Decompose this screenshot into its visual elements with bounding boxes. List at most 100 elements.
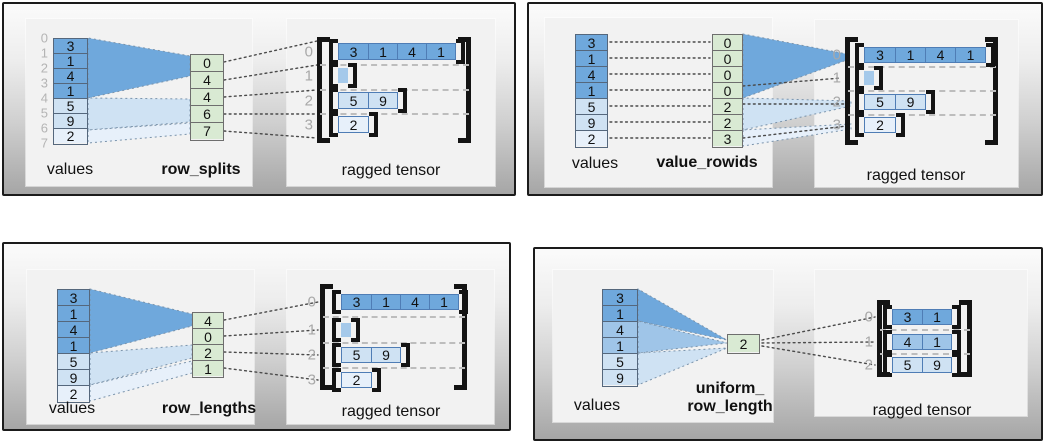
row-bracket-left xyxy=(329,39,338,64)
empty-row-fill xyxy=(341,323,351,337)
tensor-row xyxy=(332,318,360,342)
tensor-cell: 1 xyxy=(922,334,951,350)
row-separator xyxy=(880,353,970,355)
value-index: 3 xyxy=(40,75,48,91)
row-bracket-right xyxy=(351,318,360,342)
row-bracket-right xyxy=(896,113,905,137)
row-separator xyxy=(320,113,469,115)
tensor-cell: 9 xyxy=(895,94,925,110)
value-cell: 1 xyxy=(58,305,89,322)
partition-label-line2: row_length xyxy=(687,398,773,415)
value-cell: 2 xyxy=(576,130,607,147)
row-bracket-right xyxy=(401,343,410,367)
tensor-label: ragged tensor xyxy=(866,167,966,184)
tensor-cell: 1 xyxy=(895,47,925,63)
tensor-cell: 5 xyxy=(342,347,371,363)
values-label: values xyxy=(46,161,94,178)
outer-bracket-right xyxy=(959,300,972,377)
row-separator xyxy=(323,367,465,369)
row-index: 0 xyxy=(864,308,873,326)
value-cell: 2 xyxy=(54,128,87,144)
row-index: 0 xyxy=(304,43,313,60)
tensor-row xyxy=(855,66,883,90)
value-cell: 1 xyxy=(54,53,87,69)
partition-cell: 2 xyxy=(713,98,742,115)
tensor-cell: 1 xyxy=(368,44,397,60)
tensor-row: 2 xyxy=(332,368,381,392)
row-index: 3 xyxy=(832,116,841,134)
tensor-cell: 9 xyxy=(368,93,397,109)
partition-cell: 0 xyxy=(193,328,223,345)
row-bracket-right xyxy=(369,112,378,137)
row-separator xyxy=(323,316,465,318)
tensor-label: ragged tensor xyxy=(341,403,441,420)
value-cell: 4 xyxy=(576,66,607,83)
value-index: 1 xyxy=(40,45,48,61)
row-bracket-left xyxy=(332,290,341,314)
row-bracket-right xyxy=(456,39,465,64)
row-bracket-left xyxy=(883,353,892,377)
tensor-row: 2 xyxy=(855,113,905,137)
value-cell: 3 xyxy=(576,35,607,51)
partition-cell: 2 xyxy=(728,335,759,352)
row-bracket-right xyxy=(926,90,935,114)
row-bracket-left xyxy=(329,63,338,88)
row-bracket-right xyxy=(952,305,961,329)
tensor-row-cells: 2 xyxy=(338,116,369,133)
partition-cell: 0 xyxy=(713,50,742,67)
partition-cell: 7 xyxy=(191,122,223,139)
tensor-cell: 5 xyxy=(893,357,922,373)
tensor-cell: 1 xyxy=(429,294,458,310)
partition-cell: 0 xyxy=(713,66,742,83)
outer-bracket-right xyxy=(454,284,467,390)
row-bracket-left xyxy=(855,90,864,114)
row-separator xyxy=(848,66,996,68)
tensor-cell: 9 xyxy=(922,357,951,373)
row-bracket-left xyxy=(883,330,892,354)
value-index: 0 xyxy=(40,30,48,46)
row-bracket-right xyxy=(348,63,357,88)
value-cell: 4 xyxy=(58,321,89,338)
value-cell: 9 xyxy=(58,369,89,386)
tensor-cell: 1 xyxy=(955,47,985,63)
partition-cell: 4 xyxy=(191,88,223,105)
tensor-cell: 1 xyxy=(371,294,400,310)
value-cell: 2 xyxy=(58,385,89,402)
partition-label: value_rowids xyxy=(656,154,758,171)
row-bracket-right xyxy=(952,353,961,377)
partition-cell: 0 xyxy=(713,35,742,51)
value-cell: 1 xyxy=(576,50,607,67)
tensor-cell: 2 xyxy=(865,117,895,133)
value-cell: 1 xyxy=(576,82,607,99)
row-bracket-left xyxy=(855,66,864,90)
tensor-row-cells: 2 xyxy=(341,372,372,388)
value-cell: 5 xyxy=(58,353,89,370)
partition-cell: 1 xyxy=(193,360,223,377)
row-bracket-left xyxy=(329,112,338,137)
value-index: 7 xyxy=(40,135,48,151)
value-cell: 5 xyxy=(54,98,87,114)
value-cell: 1 xyxy=(54,83,87,99)
empty-row-fill xyxy=(864,71,874,85)
value-cell: 4 xyxy=(54,68,87,84)
row-index: 1 xyxy=(307,321,316,339)
tensor-row-cells: 2 xyxy=(864,117,896,133)
row-bracket-left xyxy=(883,305,892,329)
partition-label: row_lengths xyxy=(161,400,257,417)
